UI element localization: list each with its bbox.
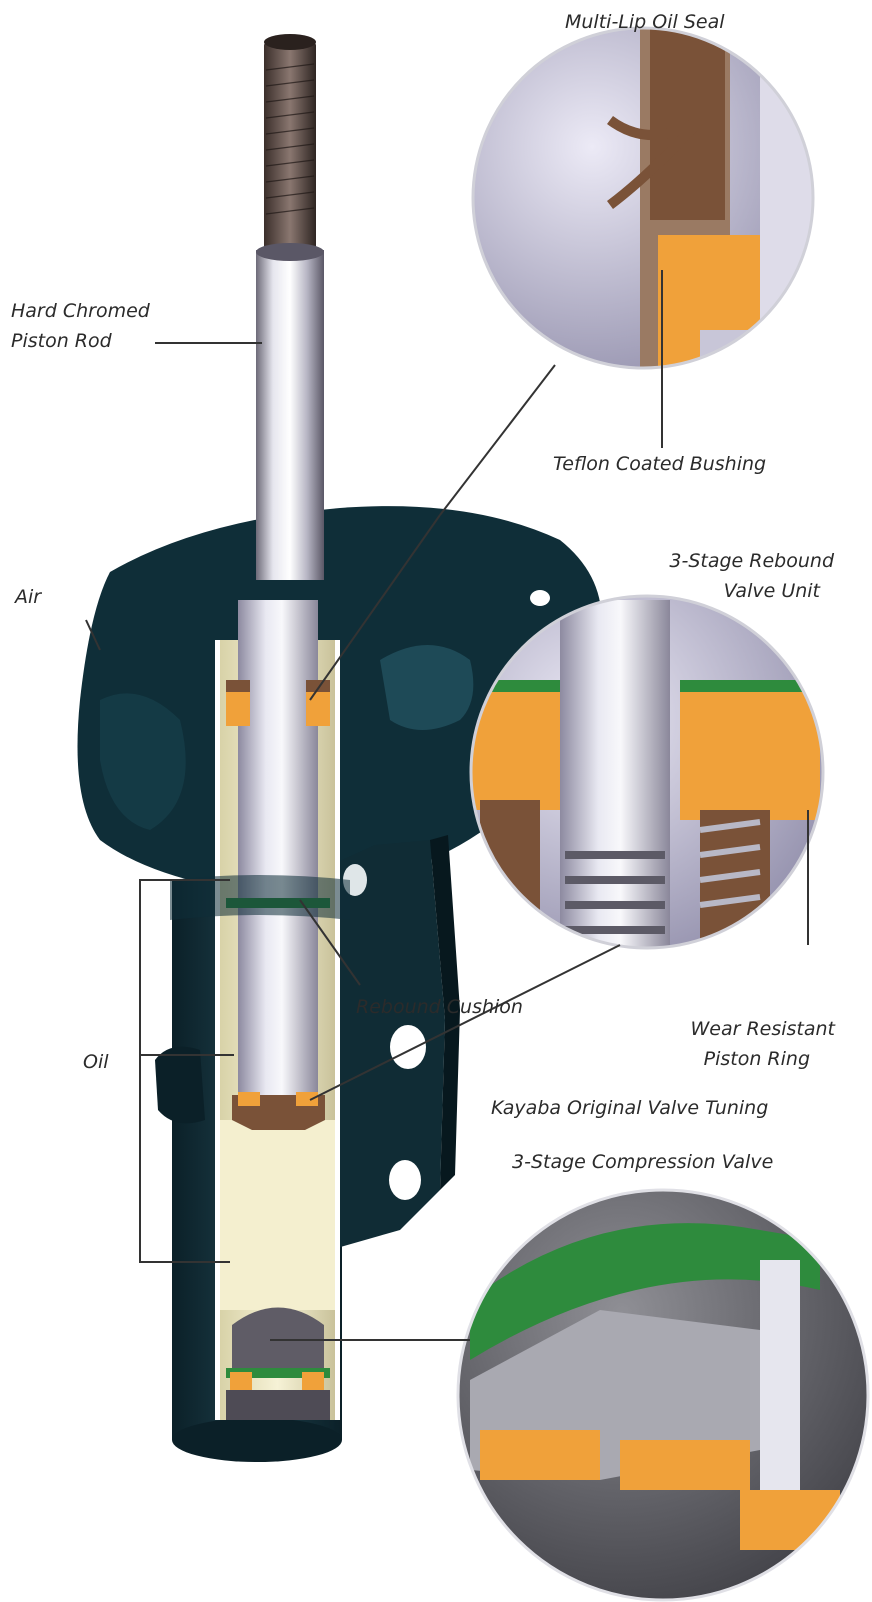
detail-oil-seal — [471, 26, 815, 370]
base-valve — [232, 1307, 324, 1370]
detail-rebound-valve — [469, 594, 825, 950]
label-compression-valve: 3-Stage Compression Valve — [512, 1151, 774, 1173]
label-oil: Oil — [83, 1051, 109, 1073]
hard-chromed-piston-rod — [256, 250, 324, 580]
label-multi-lip-oil-seal: Multi-Lip Oil Seal — [565, 11, 725, 33]
detail-compression-valve — [456, 1188, 870, 1602]
knuckle-bracket — [320, 840, 445, 1250]
inner-piston-rod — [238, 600, 318, 1120]
top-seal-right — [306, 690, 330, 726]
label-hard-chromed-line2: Piston Rod — [11, 330, 112, 352]
label-wear-ring-line1: Wear Resistant — [690, 1018, 835, 1040]
label-wear-ring-line2: Piston Ring — [703, 1048, 810, 1070]
label-hard-chromed-line1: Hard Chromed — [11, 300, 150, 322]
label-rebound-valve-line1: 3-Stage Rebound — [669, 550, 834, 572]
label-valve-tuning: Kayaba Original Valve Tuning — [491, 1097, 769, 1119]
label-rebound-cushion: Rebound Cushion — [356, 996, 523, 1018]
label-rebound-valve-line2: Valve Unit — [723, 580, 820, 602]
leader-lines — [85, 270, 809, 1341]
top-seal-left — [226, 690, 250, 726]
label-air: Air — [15, 586, 42, 608]
label-teflon-coated-bushing: Teflon Coated Bushing — [553, 453, 767, 475]
